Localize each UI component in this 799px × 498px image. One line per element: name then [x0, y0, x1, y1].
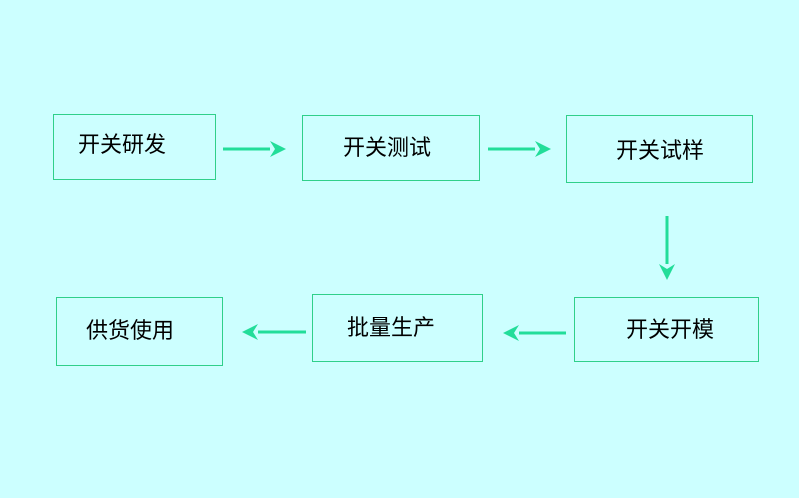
step-box-mass-production — [312, 294, 483, 362]
arrow-sampling-to-tooling — [659, 216, 675, 280]
step-label-tooling: 开关开模 — [626, 318, 715, 343]
step-box-tooling — [574, 297, 759, 362]
arrow-mass-production-to-supply — [242, 324, 306, 340]
step-label-sampling: 开关试样 — [616, 139, 705, 164]
step-box-supply — [56, 297, 223, 366]
step-box-sampling — [566, 115, 753, 183]
step-label-testing: 开关测试 — [343, 136, 432, 161]
arrow-research-to-testing — [223, 141, 286, 157]
arrow-testing-to-sampling — [488, 141, 551, 157]
step-label-research: 开关研发 — [78, 133, 167, 158]
step-label-supply: 供货使用 — [86, 319, 175, 344]
step-label-mass-production: 批量生产 — [347, 316, 436, 341]
step-box-testing — [302, 115, 480, 181]
arrow-tooling-to-mass-production — [503, 325, 566, 341]
step-box-research — [53, 114, 216, 180]
